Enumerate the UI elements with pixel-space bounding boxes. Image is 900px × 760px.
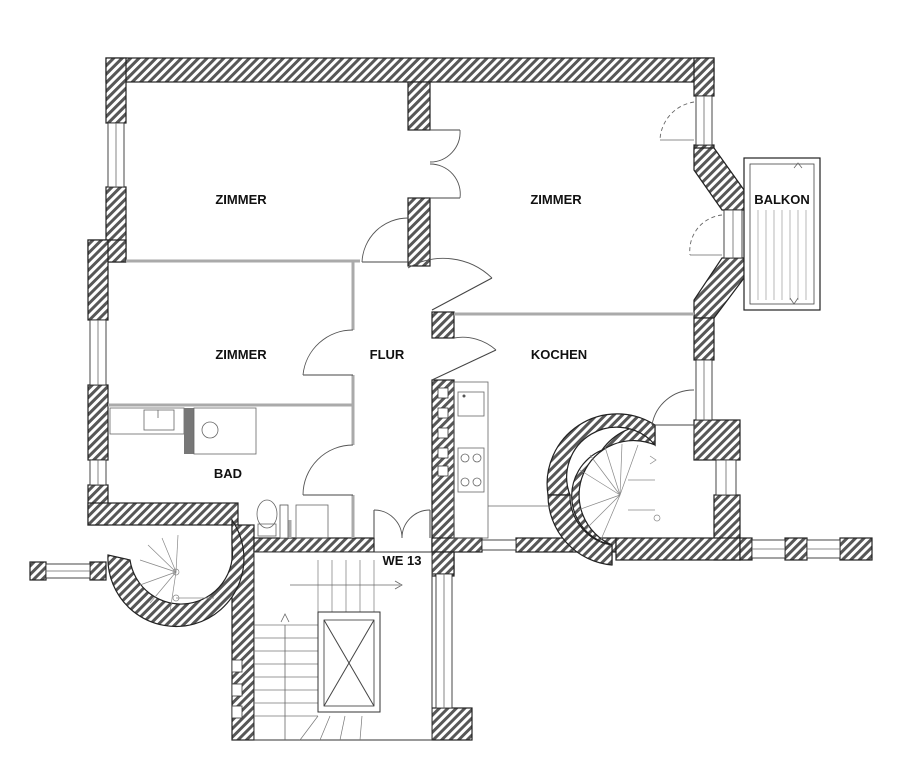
bath-fixtures [109, 407, 329, 539]
windows [45, 95, 841, 709]
right-spiral-stair [577, 443, 661, 543]
unit-label: WE 13 [382, 553, 421, 568]
kitchen-fixtures [437, 381, 550, 539]
room-label-zimmer-ne: ZIMMER [530, 192, 582, 207]
balcony [743, 157, 821, 311]
doors [302, 101, 723, 539]
room-label-flur: FLUR [370, 347, 405, 362]
room-label-zimmer-nw: ZIMMER [215, 192, 267, 207]
main-staircase [231, 551, 433, 741]
structural-walls [29, 57, 873, 741]
room-label-zimmer-w: ZIMMER [215, 347, 267, 362]
room-label-balkon: BALKON [754, 192, 810, 207]
left-spiral-stair [139, 534, 214, 613]
room-label-bad: BAD [214, 466, 242, 481]
partitions [108, 259, 694, 538]
room-label-kochen: KOCHEN [531, 347, 587, 362]
room-labels: ZIMMER ZIMMER ZIMMER FLUR KOCHEN BALKON … [214, 192, 810, 568]
